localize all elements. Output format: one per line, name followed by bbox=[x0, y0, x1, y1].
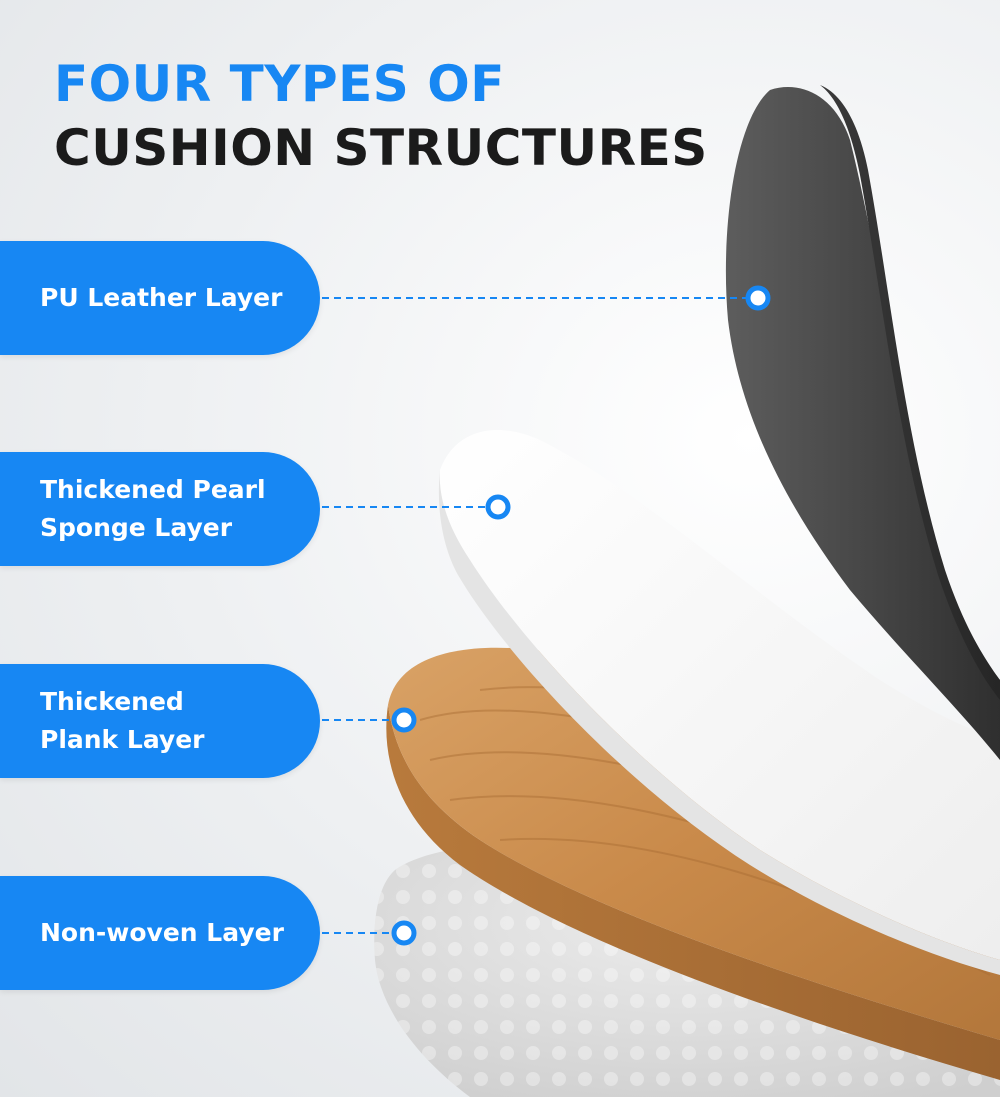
title-line-1: FOUR TYPES OF bbox=[54, 55, 505, 113]
marker-dot-plank bbox=[391, 707, 417, 733]
label-non-woven-layer: Non-woven Layer bbox=[0, 876, 320, 990]
marker-dot-non-woven bbox=[391, 920, 417, 946]
marker-dot-sponge bbox=[485, 494, 511, 520]
label-plank-layer: Thickened Plank Layer bbox=[0, 664, 320, 778]
title-line-2: CUSHION STRUCTURES bbox=[54, 119, 708, 177]
label-text: Thickened Plank Layer bbox=[40, 687, 205, 754]
label-text: Non-woven Layer bbox=[40, 918, 284, 947]
label-text: PU Leather Layer bbox=[40, 283, 283, 312]
marker-dot-leather bbox=[745, 285, 771, 311]
label-text: Thickened Pearl Sponge Layer bbox=[40, 475, 266, 542]
connector-sponge bbox=[322, 494, 511, 520]
leather-layer-image bbox=[725, 85, 1000, 761]
label-pearl-sponge-layer: Thickened Pearl Sponge Layer bbox=[0, 452, 320, 566]
connector-leather bbox=[322, 285, 771, 311]
label-pu-leather-layer: PU Leather Layer bbox=[0, 241, 320, 355]
page-title: FOUR TYPES OF CUSHION STRUCTURES bbox=[54, 52, 708, 180]
connector-plank bbox=[322, 707, 417, 733]
connector-non-woven bbox=[322, 920, 417, 946]
sponge-layer-image bbox=[438, 430, 1000, 975]
